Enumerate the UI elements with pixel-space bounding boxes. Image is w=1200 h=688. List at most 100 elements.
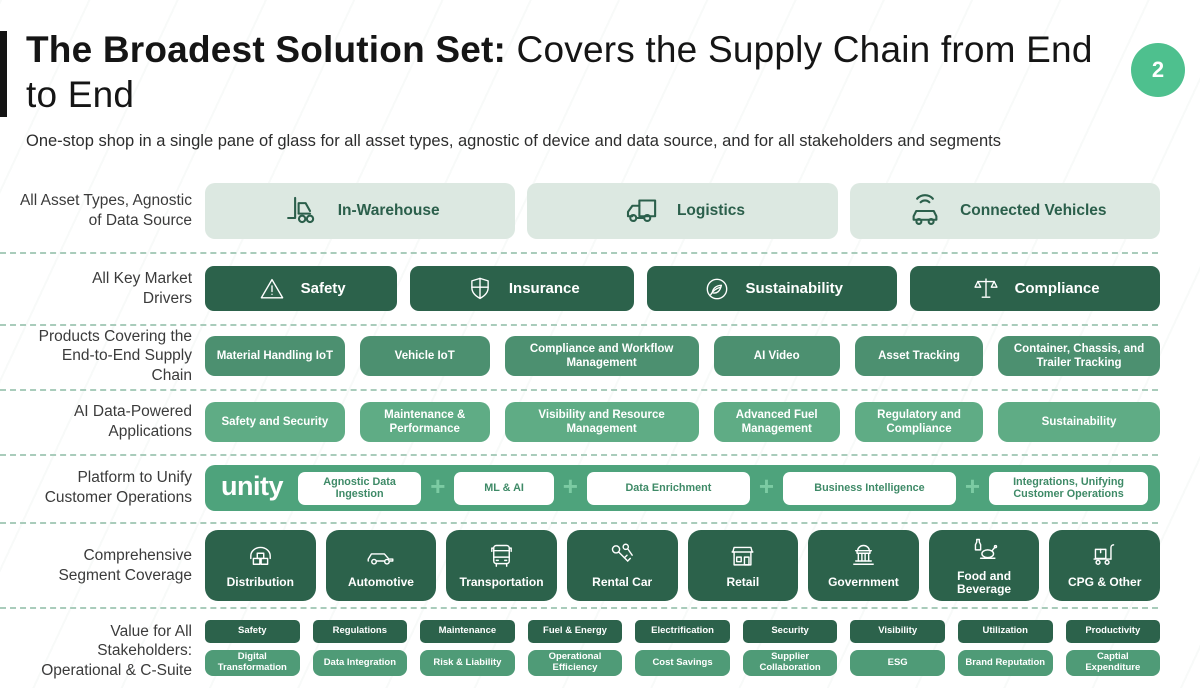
segment-cpg-other: CPG & Other [1049,530,1160,601]
app-maintenance-performance: Maintenance & Performance [359,402,490,442]
row-label-market-drivers: All Key Market Drivers [92,269,192,307]
title-emphasis: The Broadest Solution Set: [26,29,517,70]
plus-icon: + [430,471,446,501]
app-safety-security: Safety and Security [205,402,345,442]
title-rest: Covers the Supply Chain from End to End [26,29,1093,116]
row-label-stakeholders: Value for All Stakeholders: Operational … [41,622,192,679]
row-divider [0,454,1158,456]
segment-automotive: Automotive [325,530,437,601]
row-divider [0,522,1158,524]
unity-logo: unity [221,470,284,501]
stake-cost-savings: Cost Savings [635,650,730,676]
product-container-chassis-trailer: Container, Chassis, and Trailer Tracking [998,336,1160,376]
stake-esg: ESG [850,650,945,676]
stake-capital-expenditure: Captial Expenditure [1065,650,1161,676]
asset-type-connected-vehicles: Connected Vehicles [849,183,1160,239]
row-label-platform: Platform to Unify Customer Operations [44,469,192,506]
hand-truck-icon [1093,544,1115,566]
driver-label: Insurance [508,280,580,297]
title-accent-bar [0,31,7,117]
leaf-icon [706,278,727,299]
products-row: Products Covering the End-to-End Supply … [0,328,1160,384]
market-drivers-row: All Key Market Drivers Safety Insurance … [0,266,1160,311]
app-regulatory-compliance: Regulatory and Compliance [854,402,984,442]
stake-utilization: Utilization [957,620,1053,643]
app-advanced-fuel: Advanced Fuel Management [713,402,840,442]
row-label-products: Products Covering the End-to-End Supply … [38,327,192,384]
asset-type-label: Logistics [676,202,746,219]
row-label-segments: Comprehensive Segment Coverage [58,546,192,584]
asset-type-in-warehouse: In-Warehouse [205,183,516,239]
stake-maintenance: Maintenance [420,620,515,643]
warehouse-boxes-icon [249,547,271,566]
stake-risk-liability: Risk & Liability [420,650,515,676]
forklift-icon [286,196,314,224]
row-divider [0,389,1158,391]
row-label-asset-types: All Asset Types, Agnostic of Data Source [19,192,192,229]
segment-retail: Retail [687,530,799,601]
product-material-handling-iot: Material Handling IoT [205,336,345,376]
row-divider [0,324,1158,326]
stake-safety: Safety [205,620,300,643]
plus-icon: + [758,471,775,501]
platform-agnostic-data-ingestion: Agnostic Data Ingestion [298,471,422,505]
page-number-badge: 2 [1131,43,1185,97]
platform-data-enrichment: Data Enrichment [586,471,750,505]
segment-label: Transportation [459,575,544,590]
driver-label: Safety [300,280,346,297]
scales-icon [973,277,998,298]
stakeholders-row: Value for All Stakeholders: Operational … [0,620,1161,682]
driver-sustainability: Sustainability [647,266,898,311]
stake-digital-transformation: Digital Transformation [205,650,300,676]
product-ai-video: AI Video [713,336,840,376]
driver-compliance: Compliance [910,266,1160,311]
warning-triangle-icon [260,278,283,298]
segment-label: Food and Beverage [957,568,1012,596]
stake-security: Security [742,620,838,643]
keys-icon [611,543,633,563]
row-divider [0,607,1158,609]
driver-safety: Safety [205,266,398,311]
bus-icon [491,545,512,568]
government-building-icon [853,545,874,566]
ai-applications-row: AI Data-Powered Applications Safety and … [0,402,1160,442]
platform-ml-ai: ML & AI [454,471,554,505]
asset-types-row: All Asset Types, Agnostic of Data Source… [0,183,1160,239]
segment-label: Distribution [226,575,294,590]
segment-label: Government [828,575,899,590]
segment-label: CPG & Other [1068,575,1142,590]
delivery-truck-icon [626,199,657,223]
platform-business-intelligence: Business Intelligence [783,471,956,505]
segment-distribution: Distribution [205,530,316,601]
app-sustainability: Sustainability [998,402,1160,442]
stakeholders-operational-row: Safety Regulations Maintenance Fuel & En… [205,620,1161,643]
segment-food-beverage: Food and Beverage [928,530,1040,601]
stakeholders-csuite-row: Digital Transformation Data Integration … [205,650,1161,676]
subtitle: One-stop shop in a single pane of glass … [26,132,1001,150]
stake-operational-efficiency: Operational Efficiency [527,650,623,676]
segment-label: Rental Car [592,575,653,590]
row-divider [0,252,1158,254]
segment-rental-car: Rental Car [566,530,678,601]
product-compliance-workflow: Compliance and Workflow Management [504,336,699,376]
stake-regulations: Regulations [312,620,408,643]
stake-brand-reputation: Brand Reputation [957,650,1053,676]
driver-insurance: Insurance [410,266,635,311]
stake-data-integration: Data Integration [312,650,408,676]
car-icon [367,553,394,565]
stake-fuel-energy: Fuel & Energy [527,620,623,643]
platform-integrations: Integrations, Unifying Customer Operatio… [989,471,1149,505]
storefront-icon [731,547,754,566]
product-vehicle-iot: Vehicle IoT [359,336,490,376]
stake-electrification: Electrification [635,620,730,643]
stake-visibility: Visibility [850,620,945,643]
product-asset-tracking: Asset Tracking [854,336,984,376]
shield-icon [471,277,489,299]
asset-type-logistics: Logistics [527,183,838,239]
segment-label: Retail [726,575,760,590]
segment-government: Government [808,530,919,601]
segments-row: Comprehensive Segment Coverage Distribut… [0,530,1160,601]
asset-type-label: Connected Vehicles [960,202,1107,219]
segment-transportation: Transportation [446,530,557,601]
